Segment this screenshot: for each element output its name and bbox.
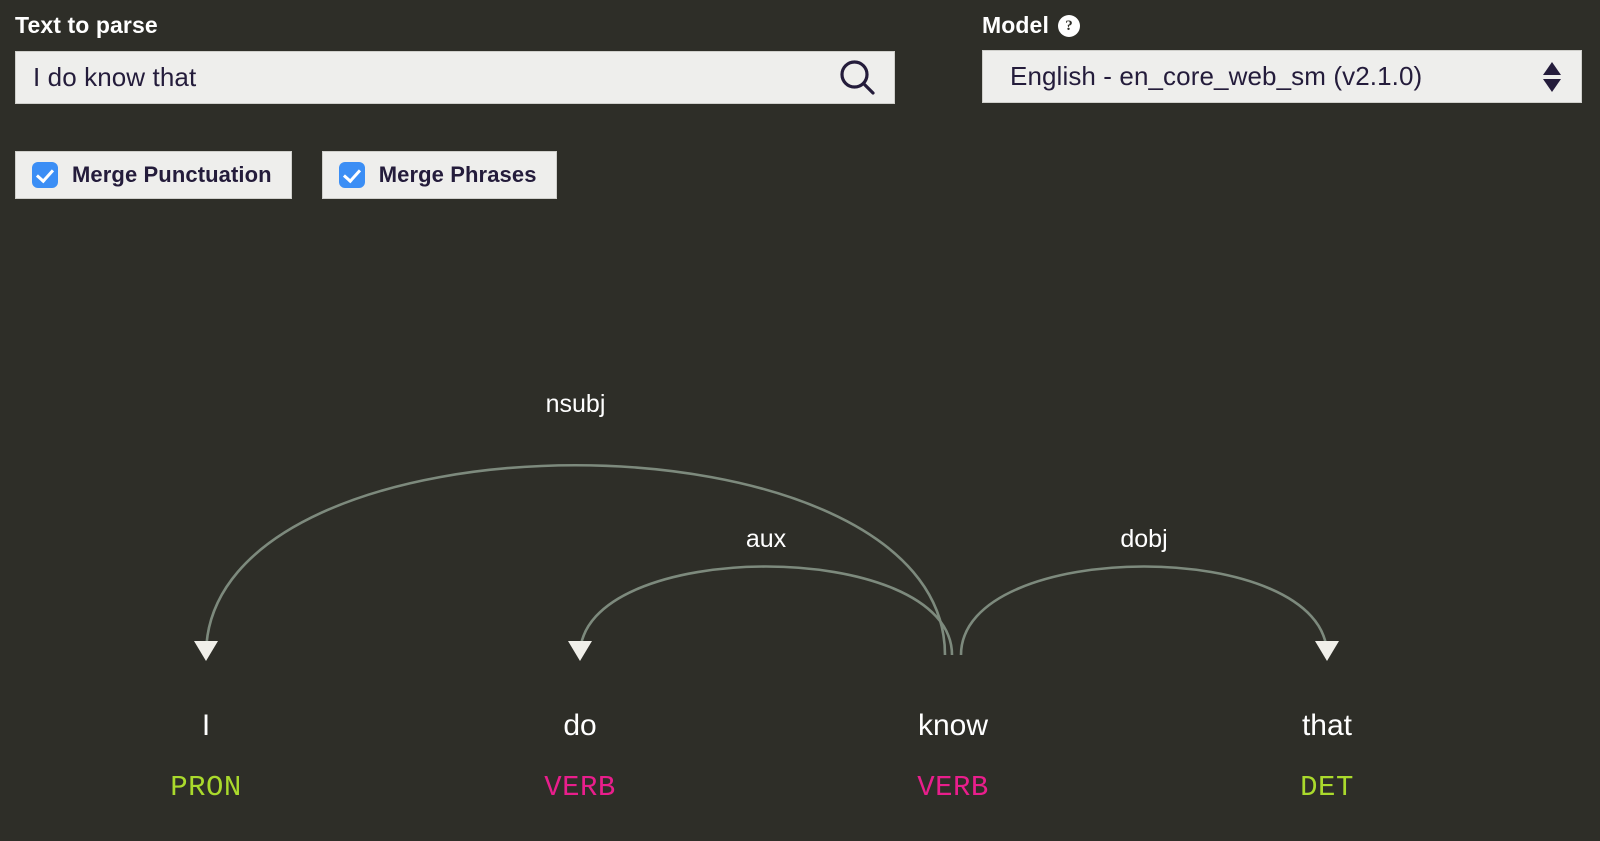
arrow-head-dobj (1315, 641, 1339, 661)
dependency-arc-aux (578, 565, 954, 656)
model-label-row: Model ? (982, 12, 1582, 39)
token-word-0: I (202, 709, 210, 742)
arrow-head-aux (568, 641, 592, 661)
arc-label-dobj: dobj (1120, 525, 1167, 553)
dependency-arc-nsubj (204, 463, 947, 656)
merge-phrases-label: Merge Phrases (378, 162, 537, 187)
text-to-parse-field[interactable]: I do know that (15, 51, 895, 104)
token-word-3: that (1302, 709, 1353, 742)
text-to-parse-label: Text to parse (15, 12, 158, 38)
checkbox-checked-icon[interactable] (338, 162, 365, 188)
controls-panel: Text to parse I do know that Model ? Eng… (0, 0, 1600, 215)
token-word-1: do (563, 709, 596, 742)
merge-punctuation-label: Merge Punctuation (72, 162, 272, 187)
merge-options-row: Merge Punctuation Merge Phrases (15, 151, 557, 199)
token-pos-0: PRON (170, 771, 242, 804)
merge-punctuation-toggle[interactable]: Merge Punctuation (15, 151, 292, 199)
arrow-head-nsubj (194, 641, 218, 661)
arc-label-aux: aux (746, 525, 787, 553)
up-down-arrows-icon[interactable] (1541, 60, 1563, 94)
text-to-parse-group: Text to parse I do know that (15, 12, 895, 104)
token-word-2: know (918, 709, 988, 742)
token-pos-1: VERB (544, 771, 616, 804)
help-icon[interactable]: ? (1057, 14, 1080, 37)
search-input[interactable]: I do know that (33, 62, 197, 92)
model-select[interactable]: English - en_core_web_sm (v2.1.0) (982, 50, 1582, 103)
token-pos-3: DET (1300, 771, 1354, 804)
search-icon[interactable] (836, 57, 878, 99)
model-select-value: English - en_core_web_sm (v2.1.0) (1010, 61, 1423, 91)
token-pos-2: VERB (917, 771, 989, 804)
arc-label-nsubj: nsubj (546, 390, 606, 418)
merge-phrases-toggle[interactable]: Merge Phrases (321, 151, 557, 199)
model-label: Model (982, 12, 1049, 38)
dependency-arc-dobj (959, 565, 1329, 656)
checkbox-checked-icon[interactable] (32, 162, 58, 188)
model-group: Model ? English - en_core_web_sm (v2.1.0… (982, 12, 1582, 103)
